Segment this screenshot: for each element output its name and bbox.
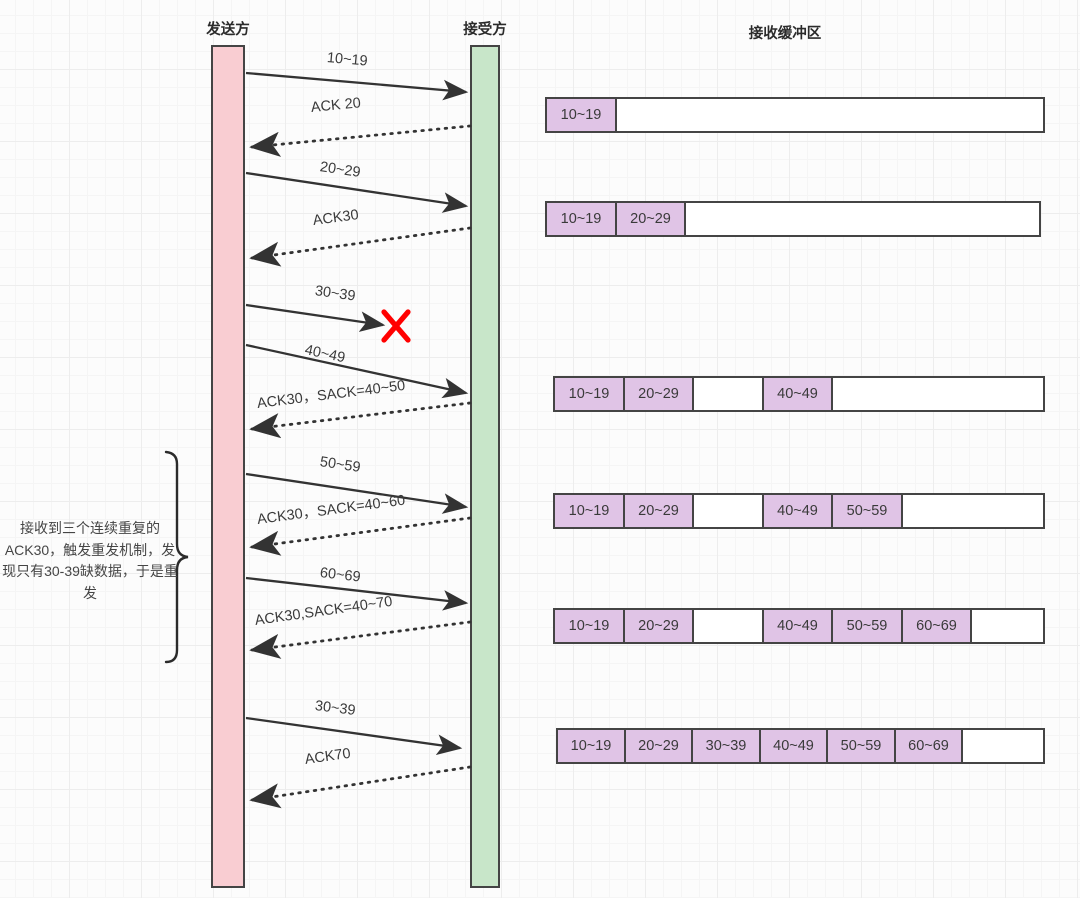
arrow-ack30-sack-40-60: [249, 516, 472, 556]
buffer-row-5: 10~19 20~29 30~39 40~49 50~59 60~69: [556, 728, 1045, 764]
buffer-cell: 20~29: [614, 201, 687, 237]
arrow-ack30-sack-40-50: [249, 401, 472, 439]
arrow-ack-20: [249, 124, 472, 157]
buffer-cell-gap: [692, 493, 764, 529]
buffer-cell: 20~29: [622, 376, 695, 412]
buffer-row-2: 10~19 20~29 40~49: [553, 376, 1045, 412]
arrow-50-59: [245, 472, 469, 514]
buffer-cell: 50~59: [831, 608, 903, 644]
buffer-cell-empty-tail: [961, 728, 1045, 764]
buffer-cell-empty-tail: [614, 97, 1045, 133]
buffer-cell-empty-tail: [684, 201, 1041, 237]
receiver-lifeline: [470, 45, 500, 888]
buffer-row-3: 10~19 20~29 40~49 50~59: [553, 493, 1045, 529]
buffer-cell: 10~19: [556, 728, 626, 764]
arrow-30-39-retransmit: [245, 716, 463, 756]
buffer-cell: 40~49: [761, 608, 834, 644]
buffer-cell-empty-tail: [970, 608, 1045, 644]
buffer-cell: 40~49: [761, 493, 834, 529]
arrow-ack30-1: [249, 226, 472, 267]
buffer-row-1: 10~19 20~29: [545, 201, 1041, 237]
buffer-cell: 60~69: [900, 608, 973, 644]
buffer-cell-empty-tail: [831, 376, 1045, 412]
buffer-row-4: 10~19 20~29 40~49 50~59 60~69: [553, 608, 1045, 644]
arrow-40-49: [245, 343, 469, 399]
buffer-cell-gap: [692, 608, 764, 644]
sender-header: 发送方: [206, 22, 250, 38]
buffer-cell: 60~69: [893, 728, 964, 764]
buffer-cell: 20~29: [622, 608, 695, 644]
buffer-cell: 40~49: [761, 376, 834, 412]
buffer-cell: 10~19: [553, 608, 625, 644]
buffer-row-0: 10~19: [545, 97, 1045, 133]
sender-lifeline: [211, 45, 245, 888]
arrow-ack30-sack-40-70: [249, 620, 472, 659]
buffer-cell: 50~59: [826, 728, 896, 764]
arrow-30-39-lost: [245, 303, 386, 332]
arrow-ack70: [249, 765, 472, 809]
buffer-header: 接收缓冲区: [748, 26, 822, 42]
buffer-cell: 40~49: [758, 728, 829, 764]
buffer-cell: 30~39: [691, 728, 761, 764]
buffer-cell: 50~59: [831, 493, 903, 529]
receiver-header: 接受方: [463, 22, 507, 38]
arrow-20-29: [245, 171, 469, 213]
buffer-cell-gap: [692, 376, 764, 412]
buffer-cell: 10~19: [545, 97, 617, 133]
buffer-cell-empty-tail: [900, 493, 1045, 529]
buffer-cell: 10~19: [553, 376, 625, 412]
buffer-cell: 10~19: [545, 201, 617, 237]
arrow-10-19: [245, 71, 469, 101]
buffer-cell: 20~29: [622, 493, 695, 529]
note-brace: [164, 450, 189, 664]
buffer-cell: 20~29: [623, 728, 694, 764]
message-label-0: 10~19: [326, 50, 369, 70]
buffer-cell: 10~19: [553, 493, 625, 529]
packet-loss-marker: [381, 309, 411, 343]
arrow-60-69: [245, 576, 469, 611]
fast-retransmit-note: 接收到三个连续重复的ACK30，触发重发机制，发现只有30-39缺数据，于是重发: [2, 520, 178, 602]
